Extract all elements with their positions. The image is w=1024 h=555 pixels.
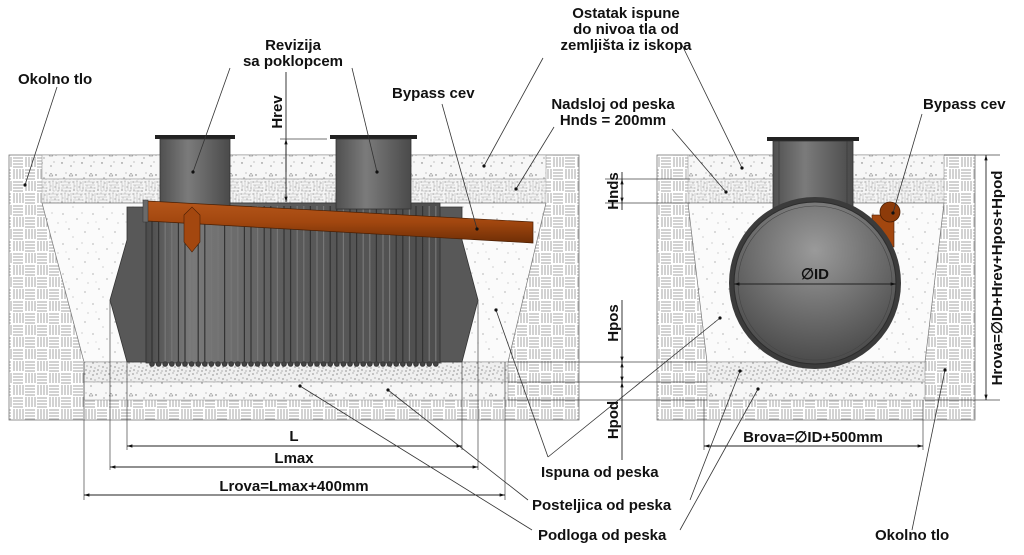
tank-rib-foot bbox=[261, 361, 268, 367]
label-sand-overlay-line1: Nadsloj od peska bbox=[551, 96, 675, 113]
dimension-lines bbox=[83, 72, 1000, 500]
sand-overlay-layer bbox=[41, 178, 547, 204]
tank-rib-foot bbox=[281, 361, 287, 367]
tank-rib-foot bbox=[267, 361, 274, 367]
sand-base-right bbox=[706, 381, 926, 401]
label-inspection-line2: sa poklopcem bbox=[243, 53, 343, 70]
label-surrounding-soil-right: Okolno tlo bbox=[875, 527, 949, 544]
tank-rib-foot bbox=[366, 361, 373, 367]
tank-rib-foot bbox=[333, 361, 340, 367]
tank-rib-foot bbox=[162, 361, 169, 367]
tank-rib-foot bbox=[320, 361, 327, 367]
tank-rib-foot bbox=[386, 361, 393, 367]
dim-lrova: Lrova=Lmax+400mm bbox=[219, 478, 368, 495]
label-backfill-line3: zemljišta iz iskopa bbox=[561, 37, 693, 54]
sand-base bbox=[83, 381, 509, 401]
tank-rib-foot bbox=[413, 361, 419, 367]
label-sand-overlay-line2: Hnds = 200mm bbox=[560, 112, 666, 129]
tank-rib-foot bbox=[235, 361, 241, 367]
tank-rib-foot bbox=[399, 361, 406, 367]
tank-rib-foot bbox=[274, 361, 281, 367]
tank-rib-foot bbox=[254, 361, 261, 367]
tank-rib-foot bbox=[380, 361, 386, 367]
label-bypass-right: Bypass cev bbox=[923, 96, 1006, 113]
tank-rib-foot bbox=[340, 361, 347, 367]
tank-rib-foot bbox=[195, 361, 202, 367]
label-bypass-left: Bypass cev bbox=[392, 85, 475, 102]
label-sand-base: Podloga od peska bbox=[538, 527, 667, 544]
tank-rib-foot bbox=[373, 361, 380, 367]
tank-rib-foot bbox=[287, 361, 294, 367]
tank-rib-foot bbox=[353, 361, 360, 367]
tank-rib-foot bbox=[221, 361, 228, 367]
backfill-top-layer bbox=[41, 154, 547, 180]
tank-rib-foot bbox=[406, 361, 413, 367]
tank-rib-foot bbox=[175, 361, 182, 367]
dim-brova: Brova=∅ID+500mm bbox=[743, 429, 883, 446]
tank-rib-foot bbox=[307, 361, 314, 367]
dim-hrev: Hrev bbox=[269, 95, 286, 129]
label-inspection-line1: Revizija bbox=[265, 37, 322, 54]
tank-rib-foot bbox=[393, 361, 400, 367]
dim-hnds: Hnds bbox=[605, 172, 622, 210]
tank-rib-foot bbox=[155, 361, 162, 367]
tank-rib-foot bbox=[248, 361, 254, 367]
bypass-pipe-left bbox=[142, 199, 534, 253]
longitudinal-section bbox=[8, 135, 580, 421]
tank-rib-foot bbox=[419, 361, 426, 367]
tank-rib-foot bbox=[432, 361, 439, 367]
leader-lines bbox=[23, 44, 947, 531]
tank-rib-foot bbox=[347, 361, 353, 367]
tank-rib-foot bbox=[188, 361, 195, 367]
tank-rib-foot bbox=[327, 361, 334, 367]
inspection-riser-2 bbox=[330, 135, 417, 210]
tank-rib-foot bbox=[241, 361, 248, 367]
tank-cross-section bbox=[729, 197, 901, 369]
inspection-riser-1 bbox=[155, 135, 235, 210]
dim-l: L bbox=[289, 428, 298, 445]
tank-rib-foot bbox=[202, 361, 208, 367]
tank-rib-foot bbox=[426, 361, 433, 367]
dim-lmax: Lmax bbox=[274, 450, 314, 467]
tank-rib-foot bbox=[169, 361, 175, 367]
label-sand-bedding: Posteljica od peska bbox=[532, 497, 672, 514]
tank-rib-foot bbox=[300, 361, 307, 367]
callout-labels: Okolno tlo Revizija sa poklopcem Bypass … bbox=[18, 5, 1006, 544]
tank-rib-foot bbox=[215, 361, 221, 367]
tank-rib-foot bbox=[314, 361, 320, 367]
label-surrounding-soil-left: Okolno tlo bbox=[18, 71, 92, 88]
cross-section bbox=[656, 137, 976, 421]
tank-rib-foot bbox=[149, 361, 155, 367]
label-backfill-line2: do nivoa tla od bbox=[573, 21, 679, 38]
label-backfill-line1: Ostatak ispune bbox=[572, 5, 680, 22]
dim-id: ∅ID bbox=[801, 266, 829, 283]
dim-hpod: Hpod bbox=[605, 401, 622, 439]
tank-rib-foot bbox=[360, 361, 367, 367]
tank-rib-foot bbox=[228, 361, 235, 367]
label-sand-fill: Ispuna od peska bbox=[541, 464, 659, 481]
tank-rib-foot bbox=[182, 361, 188, 367]
tank-rib-foot bbox=[208, 361, 215, 367]
tank-rib-foot bbox=[294, 361, 301, 367]
dimension-labels: Hrev Hnds Hpos Hpod L Lmax Lrova=Lmax+40… bbox=[219, 95, 1006, 495]
dim-hrova: Hrova=∅ID+Hrev+Hpos+Hpod bbox=[989, 171, 1006, 386]
dim-hpos: Hpos bbox=[605, 304, 622, 342]
